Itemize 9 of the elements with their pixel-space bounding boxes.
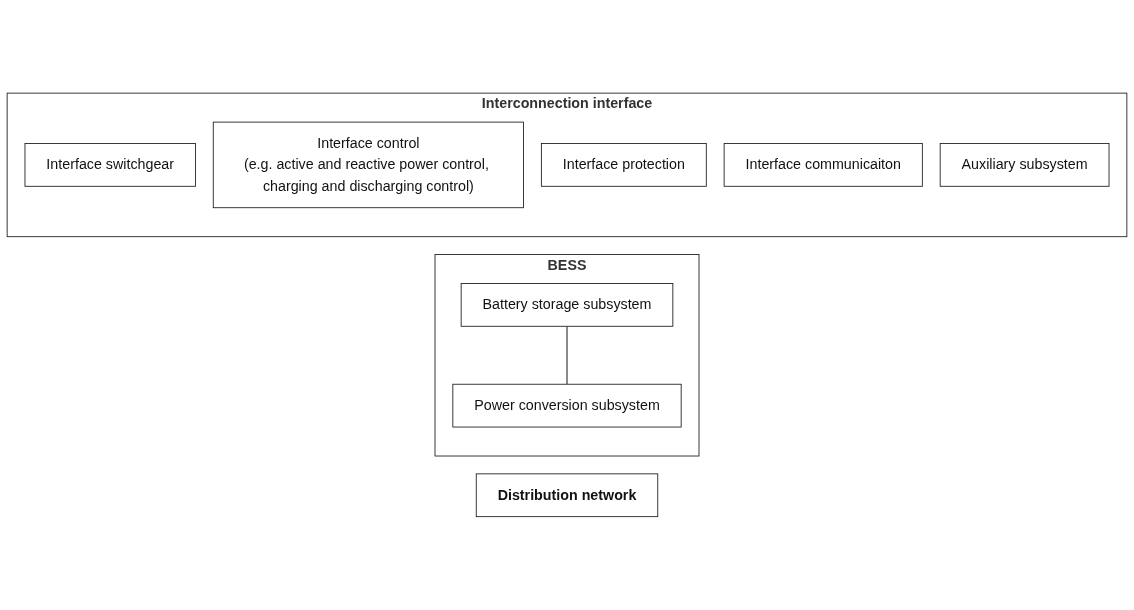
node-box: Interface communicaiton [723, 143, 923, 187]
node-box: Power conversion subsystem [452, 383, 682, 428]
node-box: Interface switchgear [24, 143, 196, 187]
node-box: Auxiliary subsystem [939, 143, 1110, 187]
node-box: Battery storage subsystem [460, 283, 674, 327]
node-box: Distribution network [475, 473, 659, 518]
node-box: Interface protection [540, 143, 707, 187]
node-box: Interface control (e.g. active and reactive power control, charging and discharging control) [212, 121, 524, 209]
connector [566, 325, 568, 385]
